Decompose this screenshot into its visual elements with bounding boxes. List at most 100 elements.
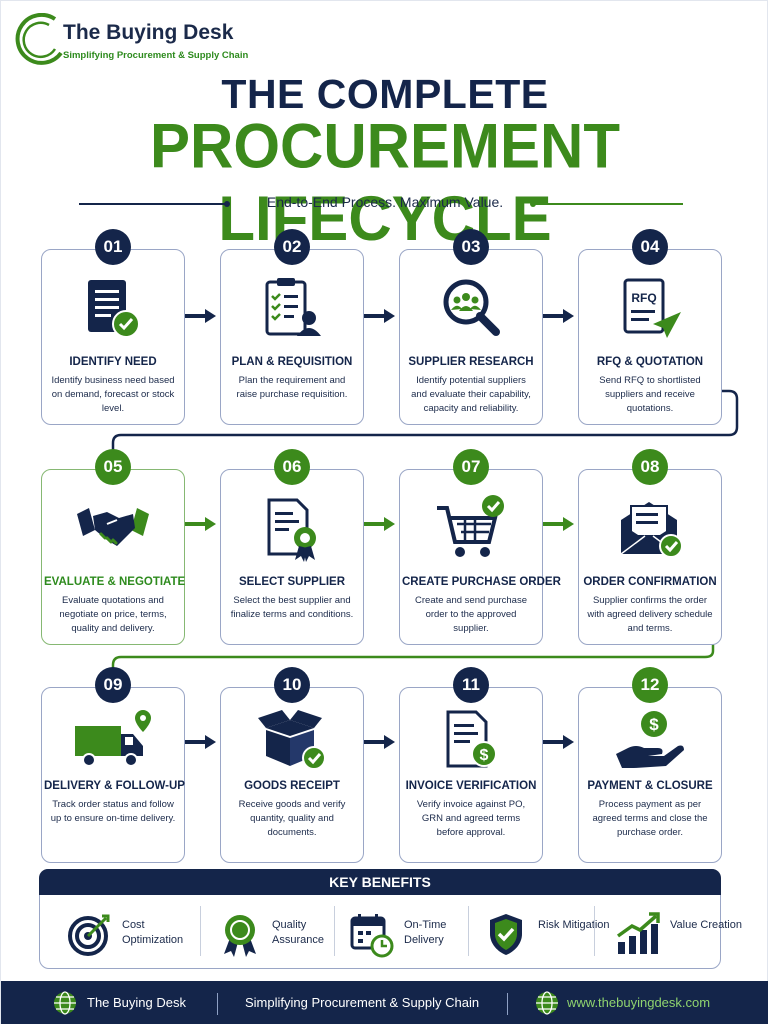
step-description: Evaluate quotations and negotiate on pri…: [59, 595, 167, 634]
rfq-label: RFQ: [631, 291, 656, 305]
arrow-right-icon: [543, 309, 574, 323]
footer-website-link[interactable]: www.thebuyingdesk.com: [567, 995, 711, 1010]
clipboard-person-icon: [221, 272, 363, 346]
step-number-badge: 09: [95, 667, 131, 703]
benefit-divider: [468, 906, 469, 956]
step-number-badge: 03: [453, 229, 489, 265]
step-card-09: DELIVERY & FOLLOW-UP Track order status …: [41, 687, 185, 863]
subtitle-divider-right: [530, 201, 683, 207]
step-title: GOODS RECEIPT: [244, 780, 340, 792]
step-number-badge: 01: [95, 229, 131, 265]
benefit-item: Risk Mitigation: [482, 906, 610, 960]
footer-divider: [217, 993, 218, 1015]
benefit-divider: [334, 906, 335, 956]
step-number-badge: 12: [632, 667, 668, 703]
benefit-divider: [594, 906, 595, 956]
key-benefits-panel: KEY BENEFITS Cost Optimization Quality A…: [39, 869, 742, 969]
arrow-right-icon: [185, 309, 216, 323]
step-card-06: SELECT SUPPLIER Select the best supplier…: [220, 469, 364, 645]
benefit-item: Value Creation: [614, 906, 742, 960]
step-title: PAYMENT & CLOSURE: [587, 780, 713, 792]
arrow-right-icon: [543, 735, 574, 749]
svg-text:$: $: [480, 747, 489, 764]
logo-swoosh-icon: [15, 13, 63, 65]
footer-bar: The Buying Desk Simplifying Procurement …: [1, 981, 768, 1024]
step-card-11: $ INVOICE VERIFICATION Verify invoice ag…: [399, 687, 543, 863]
step-title: CREATE PURCHASE ORDER: [402, 576, 561, 588]
key-benefits-heading: KEY BENEFITS: [39, 869, 721, 895]
footer-brand-name: The Buying Desk: [87, 995, 186, 1010]
envelope-check-icon: [579, 492, 721, 566]
invoice-dollar-icon: $: [400, 704, 542, 778]
step-description: Receive goods and verify quantity, quali…: [238, 799, 346, 838]
hand-dollar-icon: $: [579, 704, 721, 778]
step-number-badge: 08: [632, 449, 668, 485]
step-card-05: EVALUATE & NEGOTIATE Evaluate quotations…: [41, 469, 185, 645]
step-description: Identify potential suppliers and evaluat…: [411, 375, 531, 414]
footer-divider: [507, 993, 508, 1015]
calendar-clock-icon: [350, 914, 394, 958]
step-description: Verify invoice against PO, GRN and agree…: [416, 799, 526, 838]
arrow-right-icon: [364, 735, 395, 749]
step-number-badge: 11: [453, 667, 489, 703]
document-check-icon: [42, 272, 184, 346]
step-description: Send RFQ to shortlisted suppliers and re…: [599, 375, 701, 414]
box-check-icon: [221, 704, 363, 778]
step-description: Identify business need based on demand, …: [51, 375, 175, 414]
subtitle-divider-left: [79, 201, 230, 207]
benefit-label: Cost Optimization: [122, 919, 184, 946]
benefit-label: On-Time Delivery: [404, 919, 447, 946]
certificate-icon: [221, 492, 363, 566]
step-title: SUPPLIER RESEARCH: [408, 356, 534, 368]
step-card-03: SUPPLIER RESEARCH Identify potential sup…: [399, 249, 543, 425]
truck-location-icon: [42, 704, 184, 778]
magnifier-people-icon: [400, 272, 542, 346]
step-number-badge: 07: [453, 449, 489, 485]
benefit-item: Quality Assurance: [216, 906, 344, 960]
step-card-07: CREATE PURCHASE ORDER Create and send pu…: [399, 469, 561, 645]
step-title: INVOICE VERIFICATION: [405, 780, 537, 792]
arrow-right-icon: [185, 517, 216, 531]
step-description: Track order status and follow up to ensu…: [50, 799, 176, 824]
cart-check-icon: [400, 492, 542, 566]
step-card-12: $ PAYMENT & CLOSURE Process payment as p…: [578, 687, 722, 863]
step-card-02: PLAN & REQUISITION Plan the requirement …: [220, 249, 364, 425]
page-title-line2: PROCUREMENT LIFECYCLE: [149, 110, 620, 254]
shield-check-icon: [490, 914, 522, 955]
benefit-label: Value Creation: [670, 919, 742, 931]
svg-text:$: $: [649, 715, 659, 734]
arrow-right-icon: [364, 309, 395, 323]
step-description: Supplier confirms the order with agreed …: [587, 595, 713, 634]
benefit-item: On-Time Delivery: [348, 906, 476, 960]
step-title: RFQ & QUOTATION: [596, 356, 704, 368]
step-card-08: ORDER CONFIRMATION Supplier confirms the…: [578, 469, 722, 645]
globe-icon: [536, 991, 558, 1015]
page-subtitle: End-to-End Process. Maximum Value.: [266, 194, 504, 210]
step-title: EVALUATE & NEGOTIATE: [44, 576, 186, 588]
benefit-divider: [200, 906, 201, 956]
handshake-icon: [42, 492, 184, 566]
benefit-label: Quality Assurance: [272, 919, 324, 946]
benefit-item: Cost Optimization: [66, 906, 194, 960]
step-number-badge: 06: [274, 449, 310, 485]
step-card-10: GOODS RECEIPT Receive goods and verify q…: [220, 687, 364, 863]
step-description: Plan the requirement and raise purchase …: [236, 375, 348, 400]
arrow-right-icon: [543, 517, 574, 531]
step-number-badge: 02: [274, 229, 310, 265]
step-card-04: RFQ RFQ & QUOTATION Send RFQ to shortlis…: [578, 249, 722, 425]
target-icon: [68, 914, 110, 956]
step-title: DELIVERY & FOLLOW-UP: [44, 780, 185, 792]
step-title: SELECT SUPPLIER: [238, 576, 346, 588]
arrow-right-icon: [185, 735, 216, 749]
rfq-paper-plane-icon: RFQ: [579, 272, 721, 346]
step-title: ORDER CONFIRMATION: [583, 576, 717, 588]
step-description: Select the best supplier and finalize te…: [230, 595, 354, 620]
page-title-line1: THE COMPLETE: [221, 71, 549, 117]
footer-tagline: Simplifying Procurement & Supply Chain: [245, 995, 480, 1010]
step-description: Process payment as per agreed terms and …: [592, 799, 708, 838]
arrow-right-icon: [364, 517, 395, 531]
step-description: Create and send purchase order to the ap…: [415, 595, 527, 634]
step-number-badge: 04: [632, 229, 668, 265]
step-title: PLAN & REQUISITION: [231, 356, 353, 368]
